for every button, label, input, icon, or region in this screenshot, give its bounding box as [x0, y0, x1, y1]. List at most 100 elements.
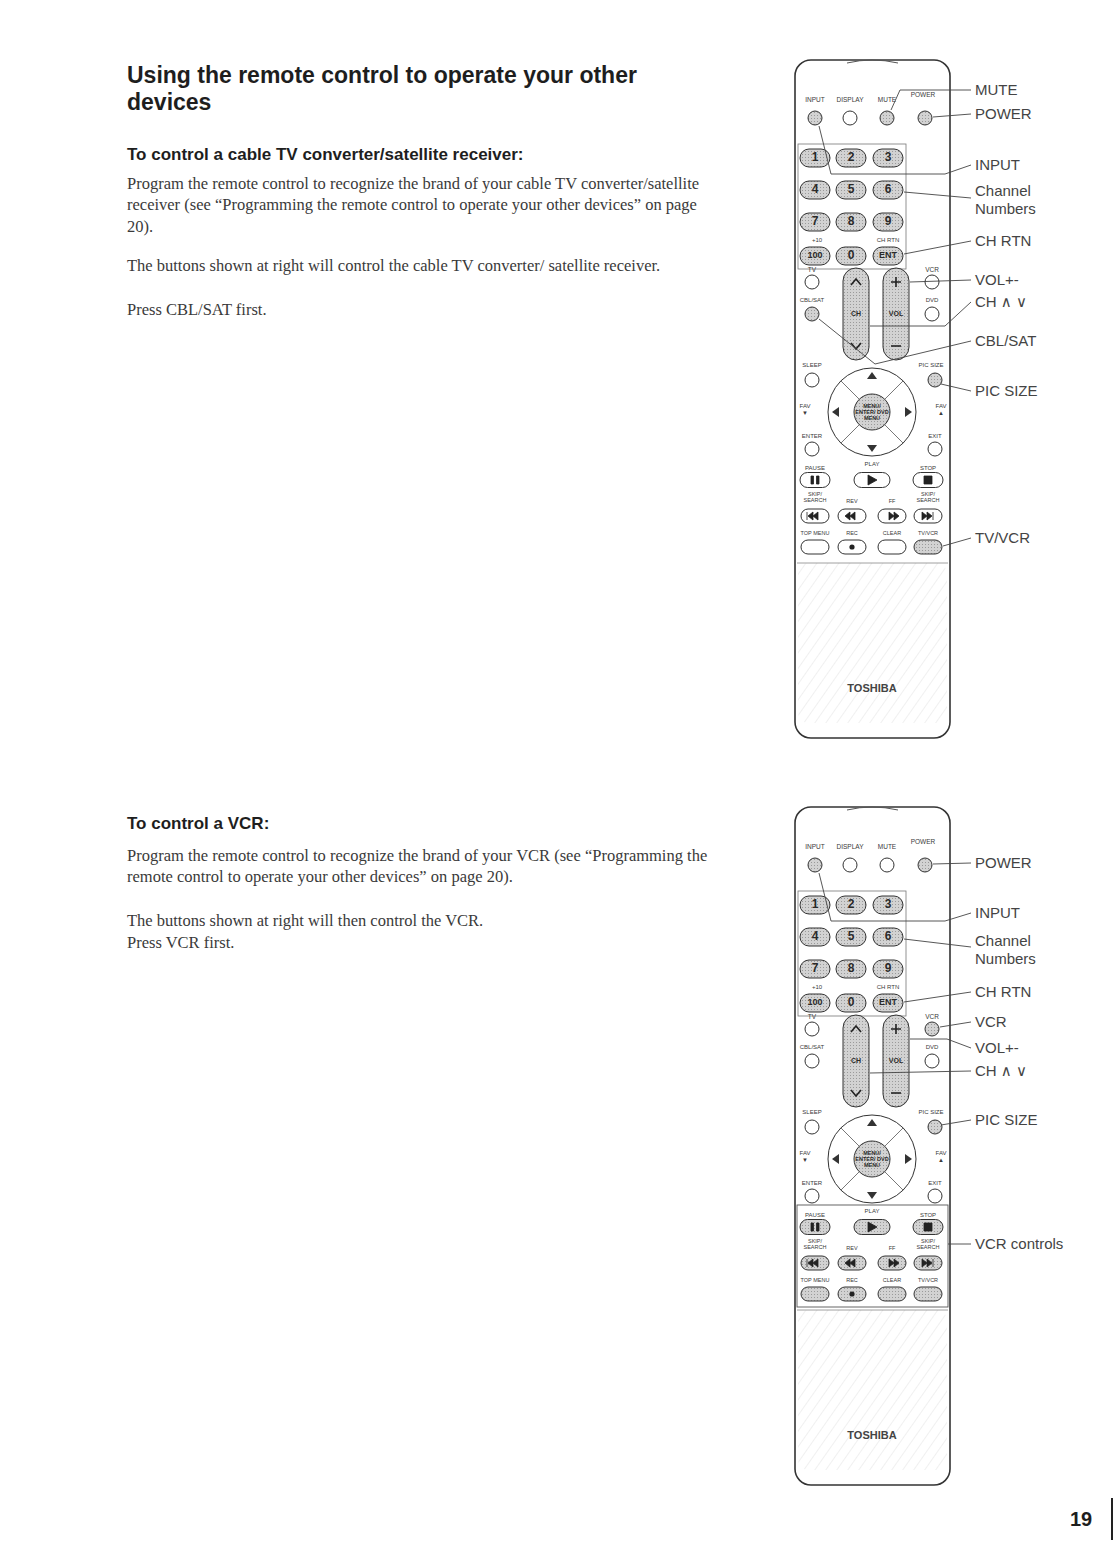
- tv-button: [805, 275, 819, 289]
- rocker-symbol: [851, 1090, 861, 1096]
- sleep-button: [805, 1120, 819, 1134]
- dpad-ring: [828, 368, 916, 456]
- button-label: MUTE: [878, 843, 896, 850]
- mute-button: [880, 858, 894, 872]
- skip-forward-icon: [922, 1259, 933, 1267]
- button-text: VOL: [889, 1057, 903, 1065]
- enter-button: [805, 442, 819, 456]
- input-button: [808, 111, 822, 125]
- button-label: MUTE: [878, 96, 896, 103]
- exit-button: [928, 1189, 942, 1203]
- button-label: REV: [846, 498, 857, 504]
- button-label: ENTER: [802, 1180, 822, 1187]
- pause-button: [800, 1220, 830, 1235]
- rocker-symbol: [891, 277, 901, 287]
- button-text: 0: [848, 996, 855, 1009]
- page-number: 19: [1070, 1508, 1092, 1530]
- button-text: 4: [812, 930, 819, 943]
- mute-button: [880, 111, 894, 125]
- d100-button: [800, 994, 830, 1012]
- d6-button: [873, 181, 903, 199]
- button-text: VOL: [889, 310, 903, 318]
- dpad-divider: [885, 1172, 903, 1190]
- remote-grip-texture: [798, 1310, 947, 1470]
- top-button: [801, 540, 829, 554]
- button-label: FAV ▲: [934, 1150, 948, 1163]
- remote-seam: [797, 563, 948, 564]
- remote-control: [795, 807, 950, 1485]
- leader-line: [941, 1120, 971, 1125]
- rewind-icon: [845, 1259, 855, 1267]
- input-button: [808, 858, 822, 872]
- button-label: ENTER: [802, 433, 822, 440]
- tv-button: [805, 1022, 819, 1036]
- callout-label: TV/VCR: [975, 529, 1030, 547]
- pic-button: [928, 1120, 942, 1134]
- button-text: 6: [885, 183, 892, 196]
- callout-label: VOL+-: [975, 1039, 1019, 1057]
- leader-line: [941, 384, 971, 391]
- dpad-divider: [841, 425, 859, 443]
- button-text: MENU/ ENTER/ DVD MENU: [855, 403, 889, 421]
- d0-button: [836, 994, 866, 1012]
- leader-line: [910, 1039, 971, 1048]
- play-button: [854, 1220, 890, 1235]
- arrow-icon: [867, 445, 877, 452]
- body-paragraph: Press VCR first.: [127, 932, 727, 953]
- button-label: STOP: [920, 1212, 936, 1219]
- button-text: CH: [851, 310, 861, 318]
- leader-line: [943, 538, 971, 546]
- button-label: SKIP/ SEARCH: [802, 1238, 828, 1250]
- ent-button: [873, 994, 903, 1012]
- stop-icon: [924, 1223, 932, 1231]
- button-label: TOP MENU: [801, 530, 830, 536]
- arrow-icon: [905, 1154, 912, 1164]
- leader-line: [819, 126, 971, 174]
- d100-button: [800, 247, 830, 265]
- button-text: 2: [848, 898, 855, 911]
- button-text: 8: [848, 962, 855, 975]
- callout-label: Channel Numbers: [975, 932, 1050, 968]
- rev-button: [838, 509, 866, 523]
- d7-button: [800, 213, 830, 231]
- rocker-symbol: [851, 1026, 861, 1032]
- dpad-divider: [885, 1128, 903, 1146]
- button-text: ENT: [879, 998, 897, 1008]
- button-label: SKIP/ SEARCH: [915, 491, 941, 503]
- chR-button: [843, 268, 869, 360]
- button-label: +10: [812, 984, 822, 991]
- button-label: FAV ▲: [934, 403, 948, 416]
- leader-line: [933, 863, 971, 864]
- clear-button: [878, 1287, 906, 1301]
- leader-line: [948, 1244, 971, 1245]
- button-text: 0: [848, 249, 855, 262]
- ir-window: [847, 807, 898, 810]
- button-label: DVD: [926, 297, 939, 304]
- dpad-divider: [841, 1172, 859, 1190]
- ff-button: [878, 1256, 906, 1270]
- button-label: REC: [846, 530, 858, 536]
- callout-label: POWER: [975, 854, 1032, 872]
- play-button: [854, 473, 890, 488]
- clear-button: [878, 540, 906, 554]
- button-label: PIC SIZE: [918, 362, 943, 369]
- d3-button: [873, 149, 903, 167]
- leader-line: [870, 1071, 971, 1073]
- callout-label: CH RTN: [975, 983, 1031, 1001]
- button-label: PAUSE: [805, 1212, 825, 1219]
- skip2-button: [914, 509, 942, 523]
- callout-label: PIC SIZE: [975, 382, 1038, 400]
- arrow-icon: [867, 372, 877, 379]
- remote-grip-texture: [798, 563, 947, 723]
- callout-label: VCR controls: [975, 1235, 1063, 1253]
- skip2-button: [914, 1256, 942, 1270]
- button-label: SLEEP: [802, 362, 821, 369]
- dpad-divider: [841, 1128, 859, 1146]
- leader-line: [891, 90, 971, 110]
- button-label: SLEEP: [802, 1109, 821, 1116]
- fast-forward-icon: [889, 1259, 899, 1267]
- button-label: CLEAR: [883, 530, 901, 536]
- vcr-button: [925, 275, 939, 289]
- dvd-button: [925, 1054, 939, 1068]
